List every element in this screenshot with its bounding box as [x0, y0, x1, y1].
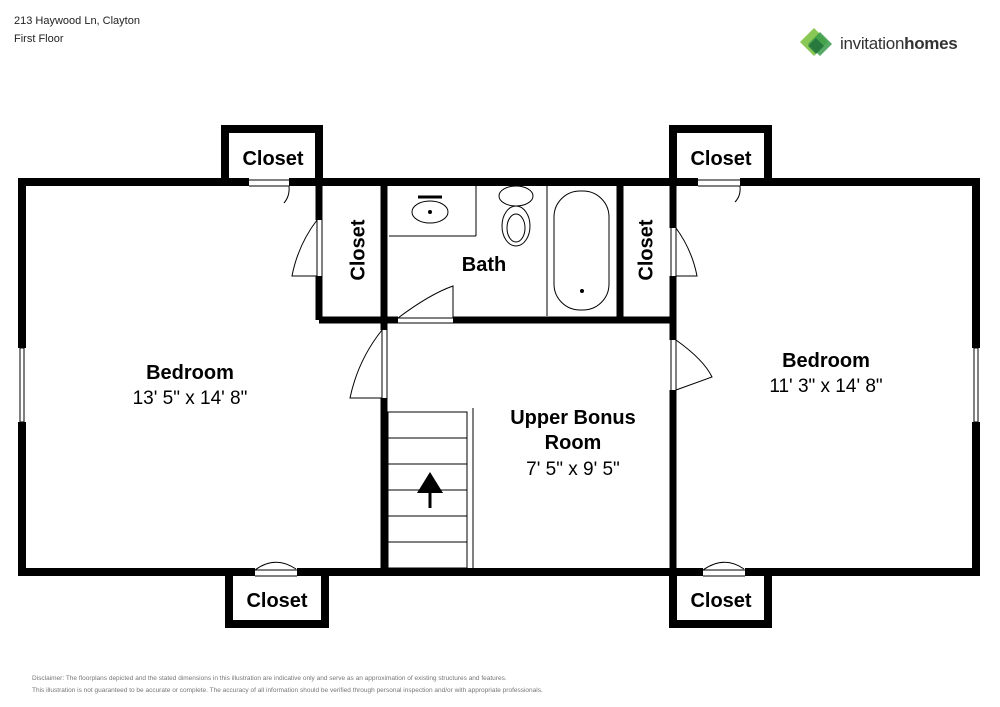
staircase [387, 408, 474, 569]
closet-bottom-left-label: Closet [246, 590, 307, 612]
bedroom-left-dimensions: 13' 5" x 14' 8" [133, 388, 248, 409]
property-address: 213 Haywood Ln, Clayton [14, 15, 140, 27]
closet-left-vertical-label: Closet [347, 219, 369, 280]
floor-name: First Floor [14, 33, 64, 45]
wall-closet-bottom-left [225, 572, 329, 628]
bedroom-left-label: Bedroom [146, 362, 234, 384]
invitation-homes-logo: invitationhomes [798, 26, 978, 62]
bedroom-right-label: Bedroom [782, 350, 870, 372]
stair-arrow-icon [417, 472, 443, 508]
logo-mark-icon [800, 28, 832, 56]
bonus-room-dimensions: 7' 5" x 9' 5" [526, 459, 620, 480]
disclaimer-line-1: Disclaimer: The floorplans depicted and … [32, 675, 507, 682]
closet-bottom-right-label: Closet [690, 590, 751, 612]
logo-word-homes: homes [904, 34, 958, 53]
disclaimer-line-2: This illustration is not guaranteed to b… [32, 687, 543, 694]
bathtub-icon [553, 190, 610, 311]
wall-closet-top-right [669, 125, 772, 182]
wall-closet-top-left [221, 125, 323, 182]
bonus-room-label-line1: Upper Bonus [510, 407, 636, 429]
bath-label: Bath [462, 254, 506, 276]
closet-right-vertical-label: Closet [635, 219, 657, 280]
closet-top-right-label: Closet [690, 148, 751, 170]
logo-wordmark: invitationhomes [840, 34, 958, 54]
toilet-tank-icon [498, 185, 534, 207]
bonus-room-label-line2: Room [545, 432, 602, 454]
logo-word-invitation: invitation [840, 34, 905, 53]
sink-icon [411, 200, 449, 224]
bedroom-right-dimensions: 11' 3" x 14' 8" [769, 376, 882, 397]
toilet-bowl-icon [501, 205, 531, 247]
wall-closet-bottom-right [669, 572, 772, 628]
closet-top-left-label: Closet [242, 148, 303, 170]
